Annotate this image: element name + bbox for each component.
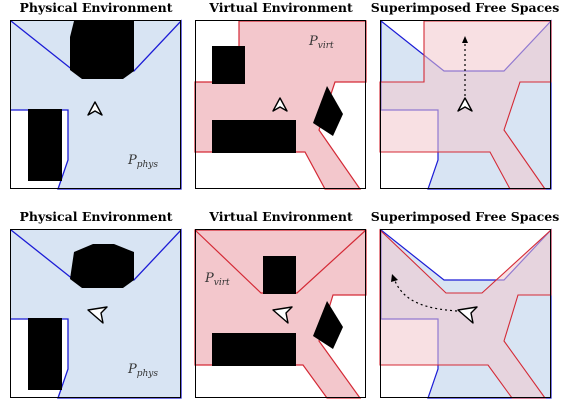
obstacle-upper-center [263, 256, 296, 294]
obstacle-lower [212, 333, 296, 366]
obstacle-diamond [313, 301, 343, 349]
row2-superimposed-title: Superimposed Free Spaces [370, 209, 560, 224]
row1-physical-panel: Pphys [10, 19, 182, 190]
row1-virtual-title: Virtual Environment [209, 0, 353, 15]
row2-virtual-panel: Pvirt [194, 229, 367, 399]
row1-superimposed-panel [379, 19, 552, 190]
user-arrow-icon [457, 97, 473, 112]
obstacle-rect [28, 109, 62, 181]
row2-virtual-title: Virtual Environment [209, 209, 353, 224]
obstacle-upper-left [212, 46, 245, 84]
phys-label: Pphys [127, 153, 158, 170]
user-arrow-icon [272, 97, 288, 112]
obstacle-hexagon [70, 21, 134, 79]
virt-label: Pvirt [308, 34, 334, 51]
path-arrowhead [462, 36, 468, 43]
row2-superimposed-panel [379, 228, 552, 399]
row2-physical-panel: Pphys [10, 228, 182, 399]
row2-physical-title: Physical Environment [19, 209, 173, 224]
path-arrowhead [391, 274, 398, 282]
obstacle-diamond [313, 86, 343, 136]
obstacle-hexagon [70, 244, 134, 288]
phys-label: Pphys [127, 362, 158, 379]
row1-virtual-panel: Pvirt [194, 20, 367, 190]
virt-label: Pvirt [204, 271, 230, 288]
planned-path [394, 280, 458, 312]
user-arrow-icon [272, 306, 293, 324]
row1-superimposed-title: Superimposed Free Spaces [370, 0, 560, 15]
user-arrow-icon [87, 101, 103, 116]
row1-physical-title: Physical Environment [19, 0, 173, 15]
user-arrow-icon [457, 306, 478, 324]
user-arrow-icon [87, 306, 108, 324]
obstacle-lower [212, 120, 296, 153]
obstacle-rect [28, 318, 62, 390]
